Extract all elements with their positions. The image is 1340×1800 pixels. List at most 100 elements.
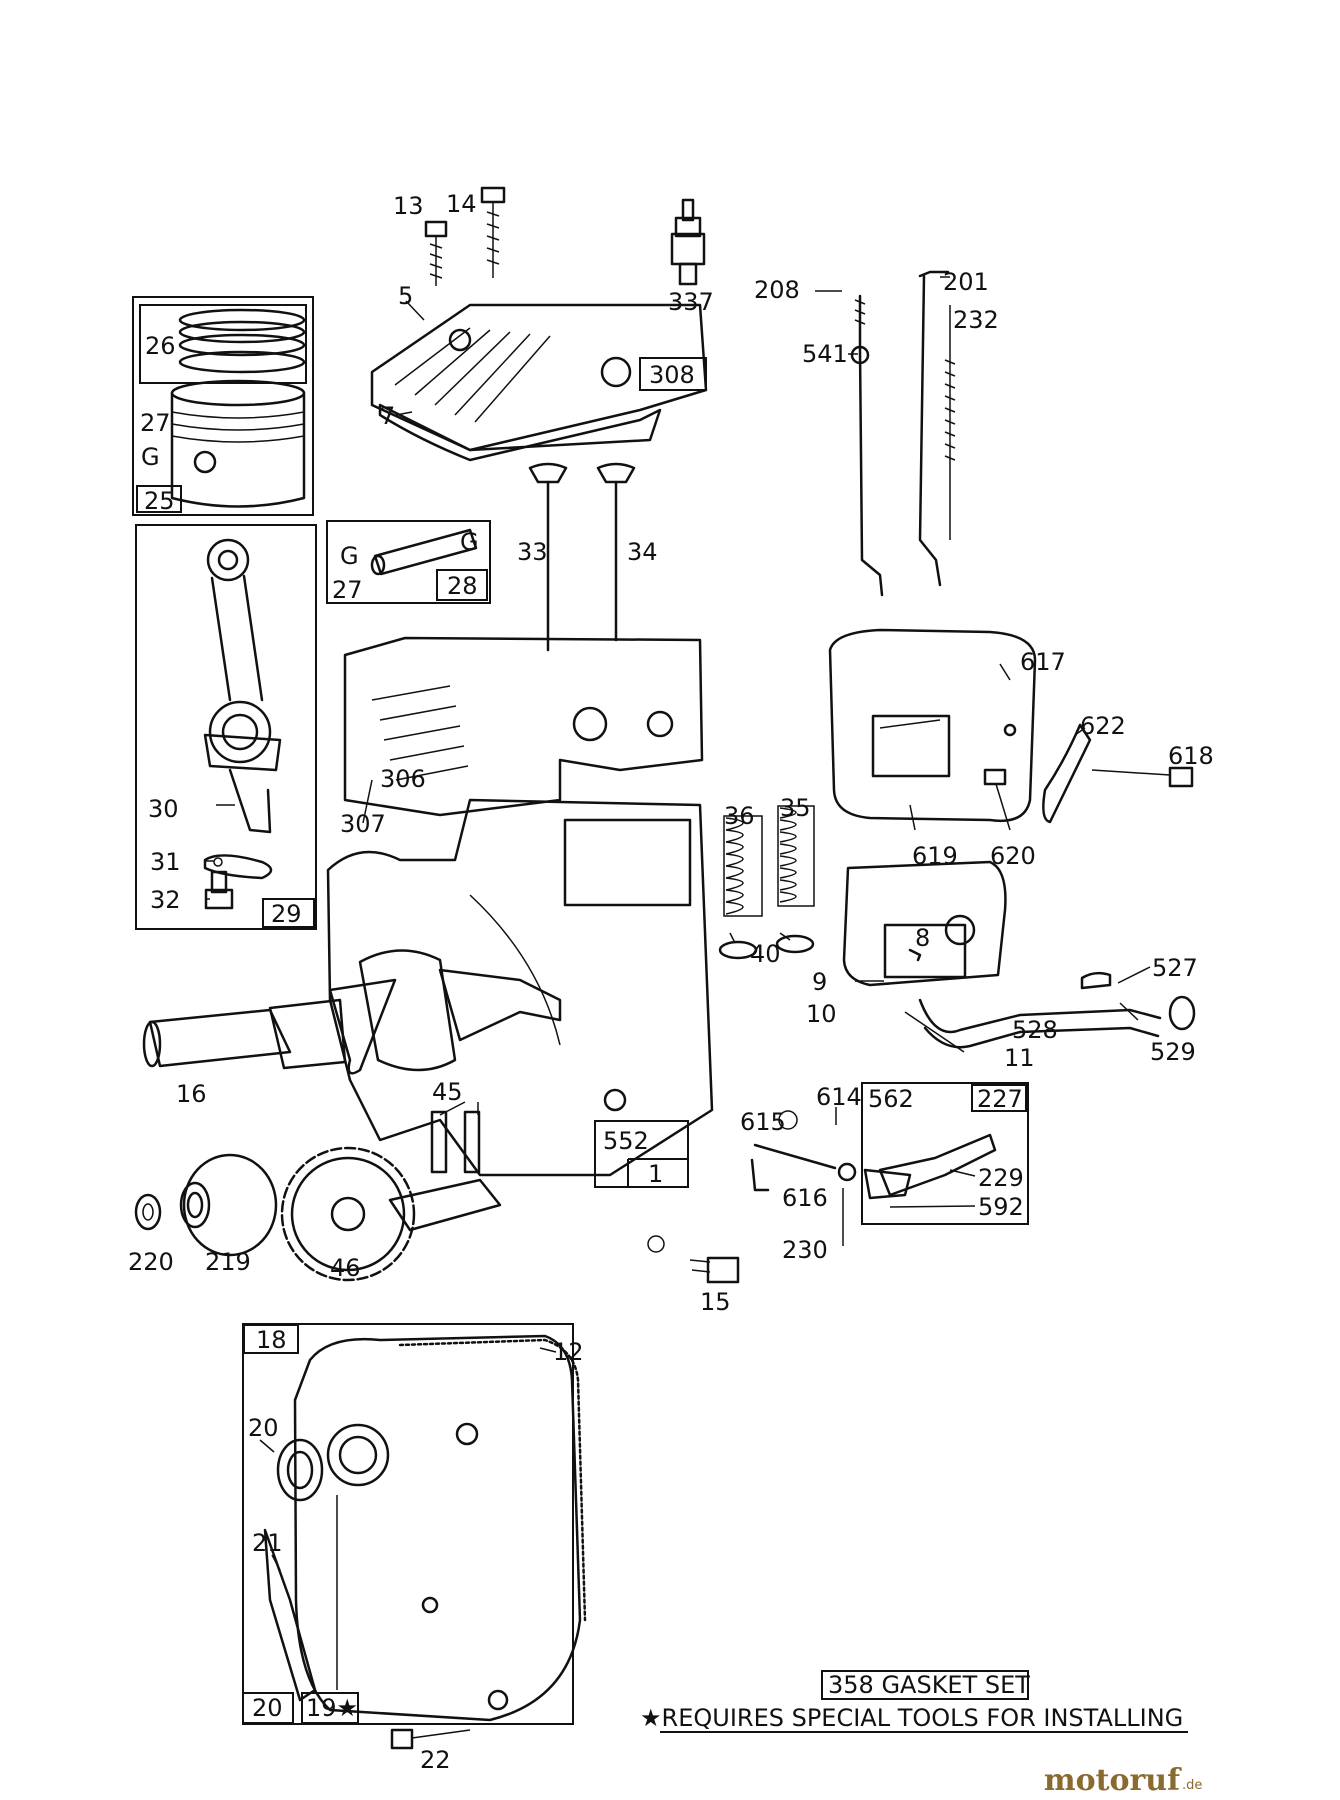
part-1-box: [594, 1120, 689, 1188]
crankshaft-drawing: [142, 949, 562, 1075]
governor-link-drawing: [850, 294, 884, 597]
governor-lever-drawing: [863, 1133, 997, 1200]
tappets-drawing: [430, 1110, 481, 1174]
muffler-screw-drawing: [983, 766, 1194, 788]
label-306: 306: [380, 765, 426, 793]
label-307: 307: [340, 810, 386, 838]
label-615: 615: [740, 1108, 786, 1136]
part-28-box: [436, 569, 488, 601]
label-29: 29: [271, 900, 302, 928]
cylinder-block-drawing: [326, 636, 714, 1253]
watermark-tld: .de: [1182, 1778, 1202, 1793]
cover-gasket-drawing: [398, 1338, 587, 1622]
special-tools-note: ★REQUIRES SPECIAL TOOLS FOR INSTALLING: [640, 1704, 1183, 1732]
valve-spring-36-drawing: [723, 815, 763, 917]
label-32: 32: [150, 886, 181, 914]
piston-pin-drawing: [370, 528, 478, 576]
muffler-drawing: [828, 628, 1037, 823]
label-220: 220: [128, 1248, 174, 1276]
label-27-piston: 27: [140, 409, 171, 437]
label-18: 18: [256, 1326, 287, 1354]
part-18-box: [243, 1324, 299, 1354]
label-g-piston: G: [141, 443, 160, 471]
label-15: 15: [700, 1288, 731, 1316]
label-13: 13: [393, 192, 424, 220]
connecting-rod-drawing: [203, 538, 282, 834]
label-227: 227: [977, 1085, 1023, 1113]
spark-plug-drawing: [670, 198, 706, 286]
governor-shaft-drawing: [750, 1110, 857, 1192]
label-45: 45: [432, 1078, 463, 1106]
label-617: 617: [1020, 648, 1066, 676]
watermark-brand: motoruf: [1044, 1763, 1182, 1798]
label-27-pin: 27: [332, 576, 363, 604]
label-337: 337: [668, 288, 714, 316]
head-gasket-drawing: [378, 403, 662, 462]
label-562: 562: [868, 1085, 914, 1113]
washer-220-drawing: [134, 1193, 162, 1231]
label-8: 8: [915, 924, 930, 952]
label-527: 527: [1152, 954, 1198, 982]
exhaust-valve-drawing: [596, 462, 636, 642]
label-541: 541: [802, 340, 848, 368]
head-bolt-14-drawing: [480, 186, 506, 278]
governor-spring-drawing: [944, 305, 956, 540]
drain-plug-15-drawing: [689, 1256, 740, 1284]
label-219: 219: [205, 1248, 251, 1276]
breather-drawing: [842, 860, 1007, 987]
head-bolt-13-drawing: [424, 220, 448, 286]
label-g-pin-left: G: [340, 542, 359, 570]
part-20-box: [242, 1692, 294, 1724]
throttle-link-drawing: [918, 270, 950, 587]
label-46: 46: [330, 1254, 361, 1282]
piston-rings-box: [139, 304, 307, 384]
label-529: 529: [1150, 1038, 1196, 1066]
piston-pin-box: [326, 520, 491, 604]
valve-spring-35-drawing: [777, 805, 815, 907]
piston-drawing: [170, 379, 306, 508]
label-5: 5: [398, 282, 413, 310]
label-230: 230: [782, 1236, 828, 1264]
muffler-bracket-drawing: [1042, 723, 1092, 824]
label-20-cover: 20: [248, 1414, 279, 1442]
crankcase-cover-box: [242, 1323, 574, 1725]
label-40: 40: [750, 940, 781, 968]
label-618: 618: [1168, 742, 1214, 770]
label-10: 10: [806, 1000, 837, 1028]
cover-bolt-22-drawing: [390, 1728, 471, 1750]
label-22: 22: [420, 1746, 451, 1774]
label-616: 616: [782, 1184, 828, 1212]
label-201: 201: [943, 268, 989, 296]
label-34: 34: [627, 538, 658, 566]
label-16: 16: [176, 1080, 207, 1108]
label-35: 35: [780, 794, 811, 822]
part-19-box: [301, 1692, 359, 1724]
label-33: 33: [517, 538, 548, 566]
label-622: 622: [1080, 712, 1126, 740]
label-20-box: 20: [252, 1694, 283, 1722]
label-9: 9: [812, 968, 827, 996]
retainers-drawing: [718, 934, 815, 960]
leader-lines: [206, 276, 1151, 1690]
governor-lever-box: [861, 1082, 1029, 1225]
label-620: 620: [990, 842, 1036, 870]
label-592: 592: [978, 1193, 1024, 1221]
rod-bolt-drawing: [204, 870, 234, 910]
label-208: 208: [754, 276, 800, 304]
intake-valve-drawing: [528, 462, 568, 652]
label-g-pin-right: G: [460, 528, 479, 556]
gasket-set-box: [821, 1670, 1029, 1700]
label-11: 11: [1004, 1044, 1035, 1072]
piston-ring-kit-box: [132, 296, 314, 516]
crankcase-cover-drawing: [263, 1334, 582, 1722]
label-528: 528: [1012, 1016, 1058, 1044]
label-21: 21: [252, 1529, 283, 1557]
gasket-set-note: 358 GASKET SET: [828, 1671, 1030, 1699]
label-30: 30: [148, 795, 179, 823]
gear-219-drawing: [179, 1153, 278, 1257]
label-28: 28: [447, 572, 478, 600]
label-14: 14: [446, 190, 477, 218]
label-614: 614: [816, 1083, 862, 1111]
